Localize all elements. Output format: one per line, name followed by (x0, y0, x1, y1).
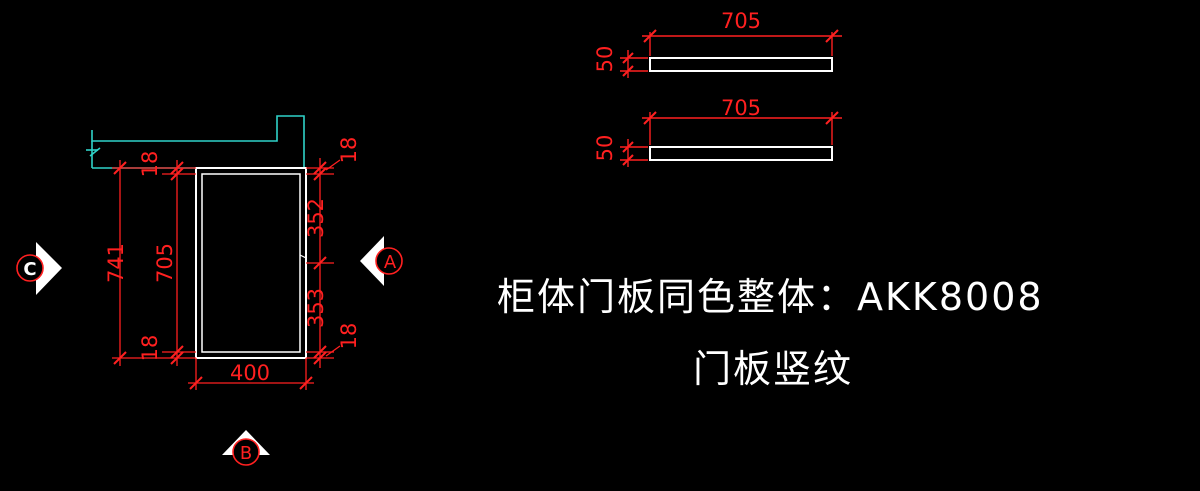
panel-2: 705 50 (593, 96, 842, 167)
panel-1-outline (649, 57, 833, 72)
cabinet-width-dimension (188, 358, 314, 390)
view-marker-b-label: B (240, 443, 252, 464)
panel-1-thickness-dimension (620, 50, 648, 78)
panel-1-width-label: 705 (721, 9, 761, 33)
right-dim-top-label: 18 (337, 137, 361, 164)
right-dim-upper-label: 352 (304, 198, 328, 238)
cabinet-left-dimensions (112, 160, 196, 366)
panel-1: 705 50 (593, 9, 842, 78)
view-marker-c: C (16, 242, 62, 295)
note-door-grain: 门板竖纹 (693, 347, 854, 391)
left-dim-total-label: 741 (104, 243, 128, 283)
cabinet-right-dimensions (306, 158, 341, 368)
wall-outline (86, 115, 305, 169)
view-marker-b: B (222, 430, 270, 466)
panel-2-width-dimension (642, 111, 842, 145)
panel-1-thickness-label: 50 (593, 46, 617, 73)
panel-2-width-label: 705 (721, 96, 761, 120)
view-marker-a: A (360, 236, 403, 286)
view-marker-c-label: C (23, 259, 36, 280)
left-dim-top-label: 18 (138, 151, 162, 178)
left-dim-inner-label: 705 (153, 243, 177, 283)
panel-2-thickness-label: 50 (593, 135, 617, 162)
view-marker-a-label: A (384, 252, 397, 273)
cabinet-door-panel (201, 173, 301, 353)
panel-2-thickness-dimension (620, 139, 648, 167)
cabinet-front-view (195, 167, 307, 359)
note-cabinet-color: 柜体门板同色整体：AKK8008 (497, 275, 1044, 319)
cabinet-outer-frame (195, 167, 307, 359)
left-dim-bottom-label: 18 (138, 335, 162, 362)
right-dim-bottom-label: 18 (337, 323, 361, 350)
panel-1-width-dimension (642, 29, 842, 56)
cabinet-width-label: 400 (230, 361, 270, 385)
right-dim-lower-label: 353 (304, 288, 328, 328)
panel-2-outline (649, 146, 833, 161)
